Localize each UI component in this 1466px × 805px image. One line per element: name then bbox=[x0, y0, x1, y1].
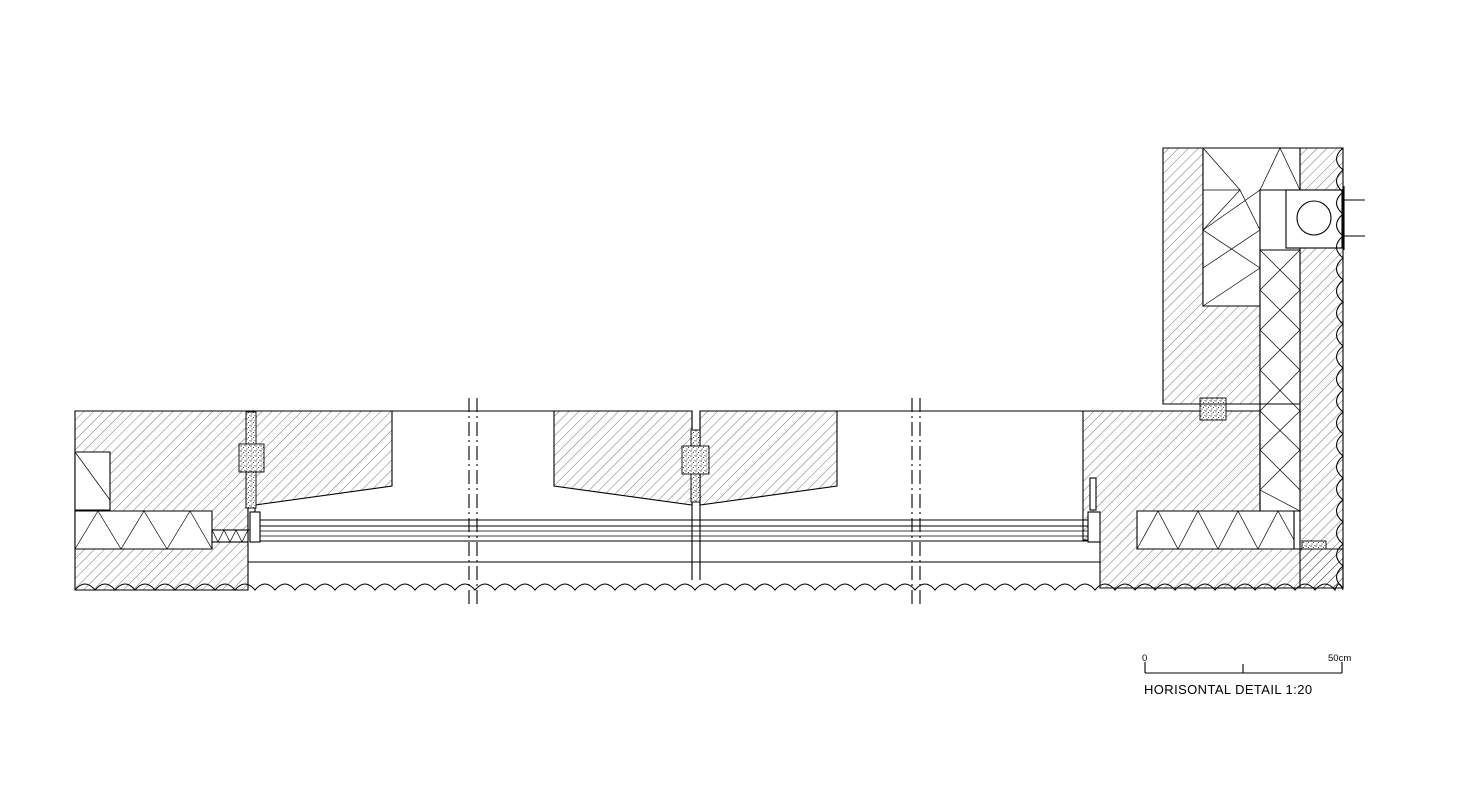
scale-unit-label: cm bbox=[1339, 653, 1352, 664]
joint-sealants bbox=[238, 411, 1327, 550]
window-glazing bbox=[248, 410, 1101, 563]
drawing-title: HORISONTAL DETAIL 1:20 bbox=[1144, 682, 1312, 697]
scale-end-label: 50 bbox=[1328, 653, 1339, 664]
left-wall-section bbox=[74, 410, 249, 591]
left-jamb-stone bbox=[247, 410, 393, 531]
axis-lines bbox=[468, 398, 921, 606]
scale-end-group: 50cm bbox=[1328, 653, 1351, 664]
centre-mullion-stones bbox=[553, 410, 838, 580]
wavy-wall-edge bbox=[1335, 147, 1344, 589]
right-wall-section bbox=[1082, 147, 1365, 589]
scale-bar: 0 50cm HORISONTAL DETAIL 1:20 bbox=[1142, 653, 1351, 697]
scale-start-label: 0 bbox=[1142, 653, 1147, 664]
wavy-floor-edge bbox=[74, 410, 1344, 592]
